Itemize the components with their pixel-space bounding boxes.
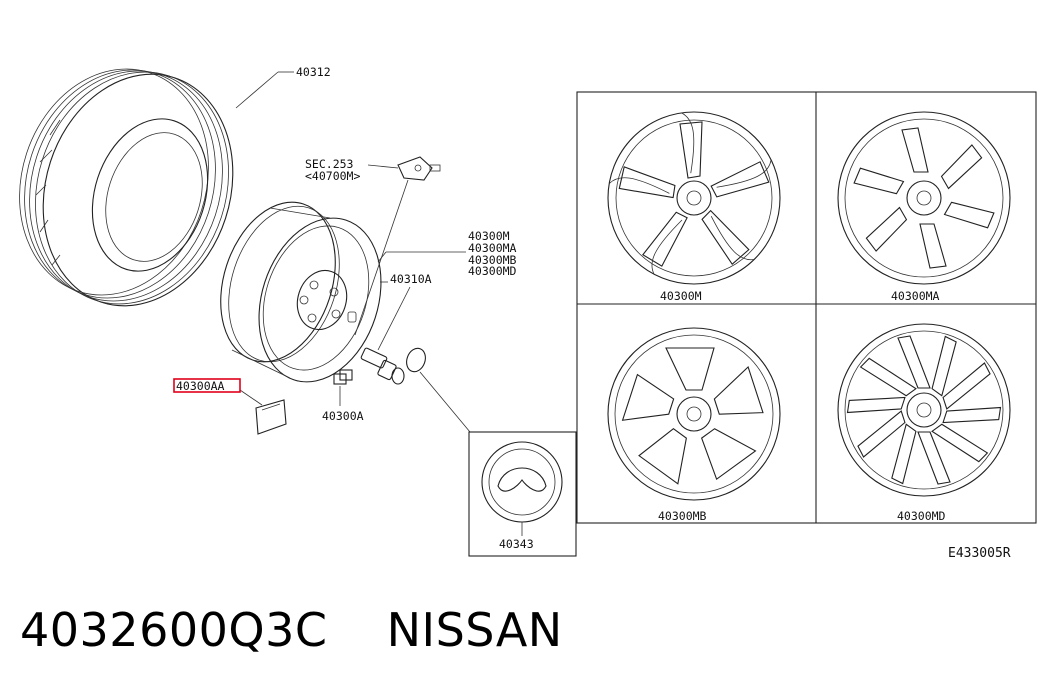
callout-tire: 40312	[296, 65, 331, 79]
diagram-code: E433005R	[948, 546, 1011, 561]
callout-wheel-variant-2: 40300MA	[468, 241, 517, 255]
cap-panel	[468, 431, 577, 557]
panel-label-4: 40300MD	[897, 509, 946, 523]
callout-cap: 40343	[499, 537, 534, 551]
callout-wheel-variant-1: 40300M	[468, 229, 510, 243]
panel-label-1: 40300M	[660, 289, 702, 303]
wheel-variant-panel-3[interactable]	[607, 327, 781, 501]
wheel-drawing	[220, 201, 382, 383]
callout-sensor-ref: <40700M>	[305, 169, 360, 183]
callout-nut: 40300A	[322, 409, 364, 423]
nut-drawing	[333, 369, 353, 385]
callout-wheel-variant-3: 40300MB	[468, 253, 517, 267]
wheel-variant-panel-1[interactable]	[607, 111, 781, 285]
center-cap-drawing	[481, 441, 563, 523]
valve-drawing	[360, 347, 426, 385]
tpms-sensor-drawing	[397, 156, 441, 181]
variant-grid	[576, 91, 1037, 524]
highlight-box	[173, 378, 241, 393]
panel-label-3: 40300MB	[658, 509, 707, 523]
tire-drawing	[19, 68, 234, 307]
wheel-variant-panel-4[interactable]	[837, 323, 1011, 497]
callout-sensor-sec: SEC.253	[305, 157, 354, 171]
part-number: 4032600Q3C	[20, 603, 328, 657]
callout-weight-highlighted[interactable]: 40300AA	[176, 379, 225, 393]
brand-name: NISSAN	[386, 603, 563, 657]
callout-valve: 40310A	[390, 272, 432, 286]
wheel-variant-panel-2[interactable]	[837, 111, 1011, 285]
footer: 4032600Q3C NISSAN	[20, 600, 563, 660]
callout-wheel-variant-4: 40300MD	[468, 264, 517, 278]
panel-label-2: 40300MA	[891, 289, 940, 303]
balance-weight-drawing	[255, 399, 287, 435]
